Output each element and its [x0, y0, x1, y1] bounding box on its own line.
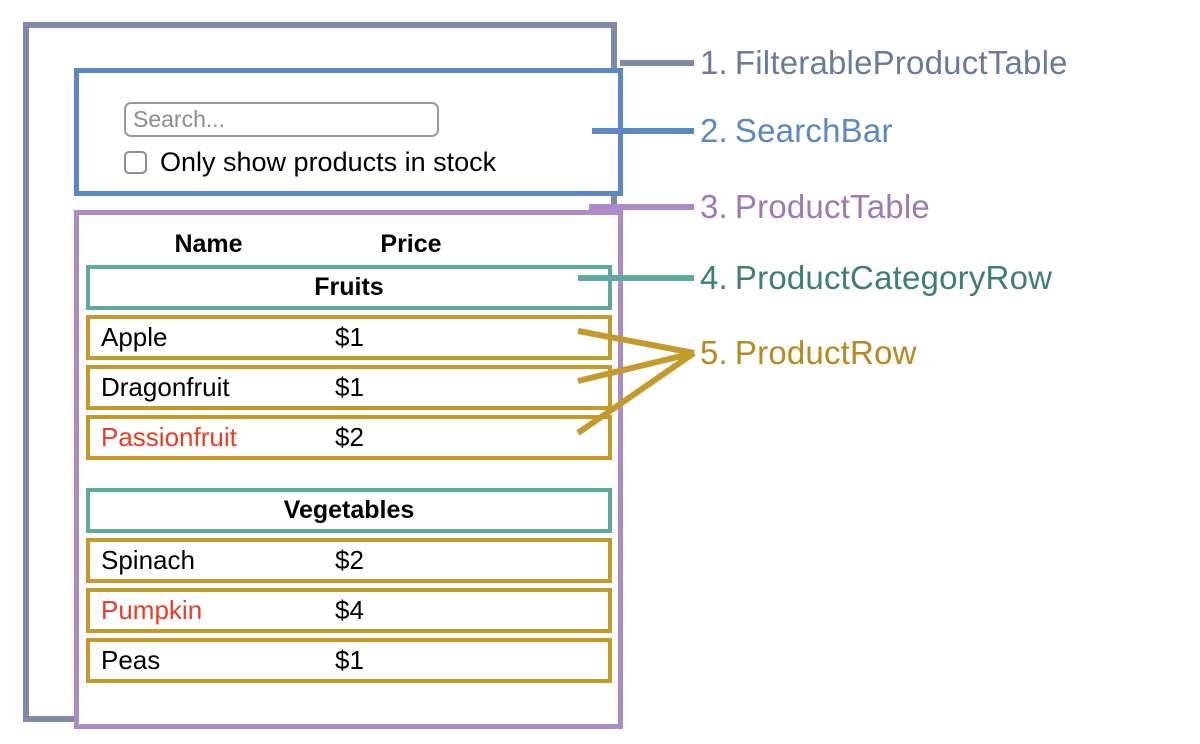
product-table-body: Fruits Apple $1 Dragonfruit $1 Passionfr…: [86, 265, 612, 688]
product-price: $1: [335, 372, 364, 402]
product-category-label: Vegetables: [283, 496, 415, 524]
callout-name: ProductCategoryRow: [734, 259, 1053, 296]
product-price: $2: [335, 422, 364, 452]
product-table-header-row: Name Price: [86, 225, 606, 263]
in-stock-checkbox[interactable]: [124, 151, 147, 174]
callout-label-filterable-product-table: 1.FilterableProductTable: [700, 44, 1068, 82]
callout-number: 4.: [700, 259, 728, 296]
callout-label-search-bar: 2.SearchBar: [700, 112, 893, 150]
product-price: $2: [335, 545, 364, 575]
category-group-spacer: [86, 465, 612, 488]
product-row[interactable]: Pumpkin $4: [86, 588, 612, 633]
callout-number: 2.: [700, 112, 728, 149]
in-stock-checkbox-label: Only show products in stock: [160, 147, 497, 177]
callout-label-product-table: 3.ProductTable: [700, 188, 930, 226]
product-table-box: Name Price Fruits Apple $1 Dragonfruit $…: [74, 210, 623, 729]
callout-number: 5.: [700, 334, 728, 371]
product-category-label: Fruits: [314, 273, 384, 301]
callout-number: 3.: [700, 188, 728, 225]
product-name: Apple: [101, 322, 168, 352]
search-bar-box: Only show products in stock: [74, 68, 623, 196]
product-category-row: Fruits: [86, 265, 612, 310]
product-price: $1: [335, 322, 364, 352]
product-row[interactable]: Peas $1: [86, 638, 612, 683]
product-row[interactable]: Apple $1: [86, 315, 612, 360]
product-row[interactable]: Spinach $2: [86, 538, 612, 583]
callout-number: 1.: [700, 44, 728, 81]
product-category-row: Vegetables: [86, 488, 612, 533]
callout-label-product-category-row: 4.ProductCategoryRow: [700, 259, 1052, 297]
product-name: Dragonfruit: [101, 372, 230, 402]
product-price: $4: [335, 595, 364, 625]
filterable-product-table-box: Only show products in stock Name Price F…: [23, 22, 623, 729]
callout-name: ProductRow: [734, 334, 917, 371]
column-header-name: Name: [174, 229, 243, 258]
callout-name: ProductTable: [734, 188, 930, 225]
callout-name: FilterableProductTable: [734, 44, 1068, 81]
product-name: Pumpkin: [101, 595, 203, 625]
in-stock-filter-row[interactable]: Only show products in stock: [124, 149, 496, 176]
search-input[interactable]: [124, 102, 439, 137]
column-header-price: Price: [380, 229, 442, 258]
product-name: Passionfruit: [101, 422, 237, 452]
callout-name: SearchBar: [734, 112, 893, 149]
product-name: Spinach: [101, 545, 195, 575]
product-name: Peas: [101, 645, 161, 675]
callout-label-product-row: 5.ProductRow: [700, 334, 917, 372]
product-row[interactable]: Dragonfruit $1: [86, 365, 612, 410]
product-row[interactable]: Passionfruit $2: [86, 415, 612, 460]
product-price: $1: [335, 645, 364, 675]
